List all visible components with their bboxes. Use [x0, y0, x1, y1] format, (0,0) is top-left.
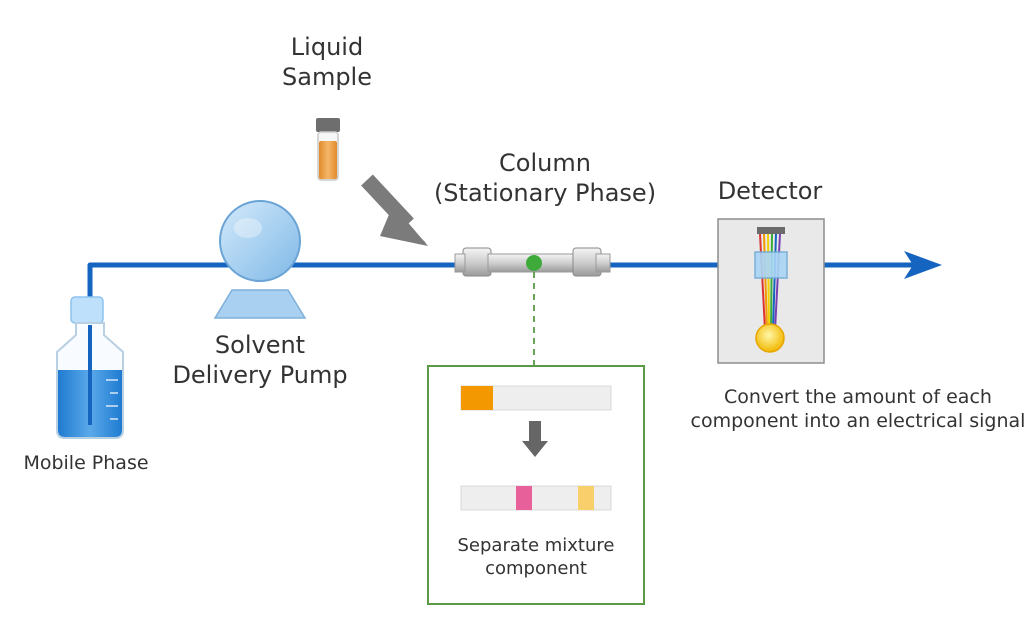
detector-caption: Convert the amount of each component int… — [690, 386, 1026, 432]
injection-arrow — [361, 174, 428, 246]
down-arrow-icon — [522, 421, 548, 457]
detector-icon — [717, 218, 825, 364]
liquid-sample-label: Liquid Sample — [282, 33, 372, 91]
separation-caption: Separate mixture component — [457, 535, 615, 579]
detector-label: Detector — [717, 177, 823, 205]
flow-arrowhead — [904, 251, 942, 279]
separated-bands-bar — [460, 485, 612, 511]
column-label: Column (Stationary Phase) — [433, 149, 657, 207]
sample-band-bar — [460, 385, 612, 411]
solvent-pump-icon — [213, 200, 307, 319]
pump-label: Solvent Delivery Pump — [172, 331, 348, 389]
separation-inset — [427, 365, 645, 605]
sample-vial-icon — [316, 118, 340, 181]
mobile-phase-label: Mobile Phase — [23, 452, 149, 474]
column-icon — [454, 247, 611, 277]
mobile-phase-bottle-icon — [56, 296, 124, 439]
